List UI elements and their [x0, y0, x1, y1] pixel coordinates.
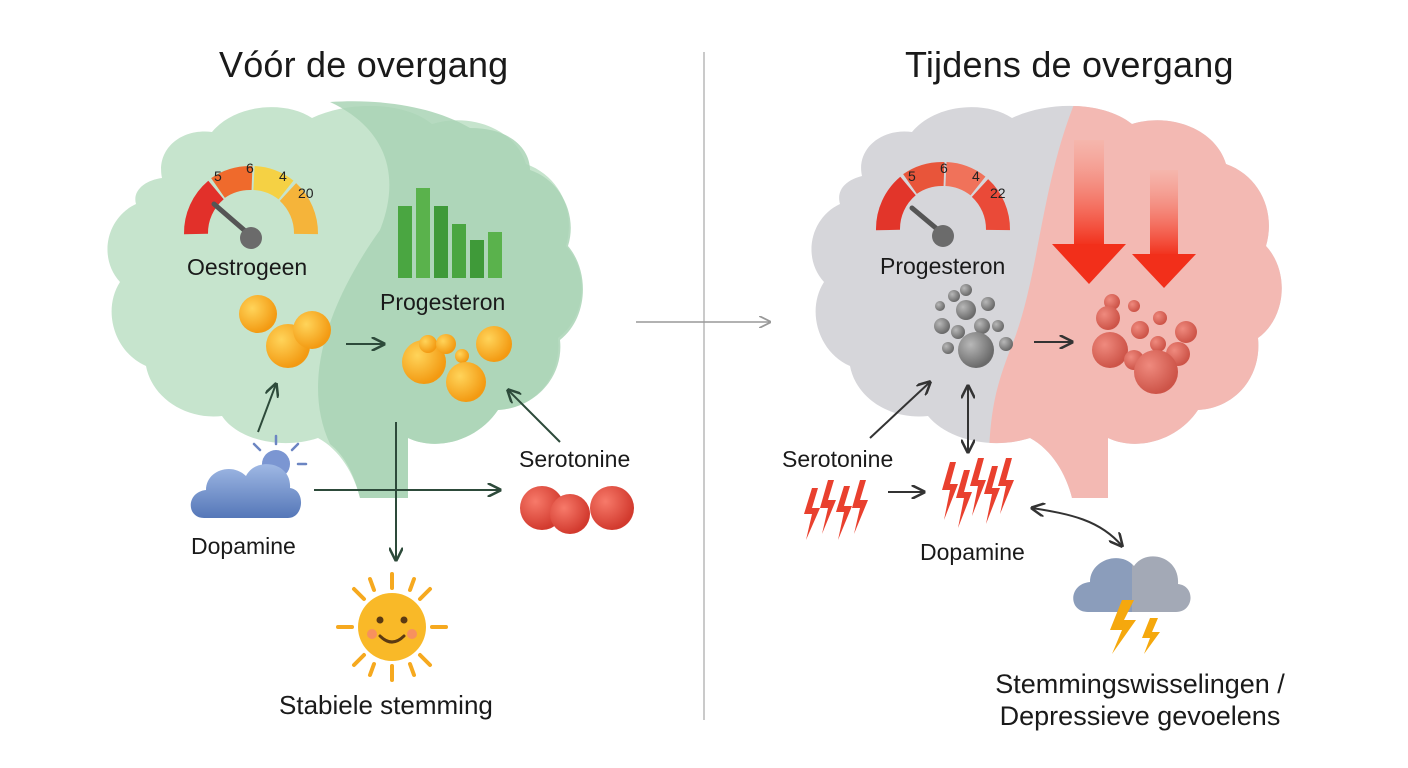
- oestrogeen-molecules: [239, 295, 331, 368]
- gauge-tick-1: 5: [908, 168, 916, 184]
- gauge-tick-4: 20: [298, 185, 314, 201]
- gauge-tick-3: 4: [279, 168, 287, 184]
- left-arrows: [257, 344, 561, 560]
- right-title: Tijdens de overgang: [905, 44, 1234, 85]
- label-progesteron-left: Progesteron: [380, 289, 506, 315]
- right-arrows: [869, 342, 1122, 546]
- gauge-tick-3: 4: [972, 168, 980, 184]
- gauge-tick-4: 22: [990, 185, 1006, 201]
- lightning-icon-dopamine: [942, 458, 1014, 528]
- bar-chart-icon: [398, 188, 502, 278]
- label-progesteron-right: Progesteron: [880, 253, 1006, 279]
- storm-cloud-icon: [1073, 556, 1191, 654]
- down-arrow-icon: [1052, 140, 1126, 284]
- sun-smile-icon: [336, 572, 448, 682]
- gauge-tick-2: 6: [940, 160, 948, 176]
- label-stabiele-stemming: Stabiele stemming: [279, 690, 493, 720]
- red-molecules: [1092, 294, 1197, 394]
- label-dopamine-right: Dopamine: [920, 539, 1025, 565]
- gauge-icon: 5 6 4 20: [184, 160, 318, 249]
- label-oestrogeen: Oestrogeen: [187, 254, 308, 280]
- down-arrow-icon-2: [1132, 170, 1196, 288]
- lightning-icon: [804, 480, 868, 540]
- gauge-tick-1: 5: [214, 168, 222, 184]
- label-mood-line1: Stemmingswisselingen /: [995, 669, 1285, 699]
- grey-molecules: [934, 284, 1013, 368]
- label-serotonine-left: Serotonine: [519, 446, 631, 472]
- cloud-sun-icon: [190, 434, 308, 518]
- gauge-tick-2: 6: [246, 160, 254, 176]
- serotonine-molecules: [520, 486, 634, 534]
- label-serotonine-right: Serotonine: [782, 446, 894, 472]
- left-title: Vóór de overgang: [219, 44, 509, 85]
- label-stemmingswisselingen: Stemmingswisselingen / Depressieve gevoe…: [988, 668, 1292, 732]
- label-mood-line2: Depressieve gevoelens: [999, 701, 1281, 731]
- label-dopamine-left: Dopamine: [191, 533, 296, 559]
- progesteron-molecules: [402, 326, 512, 402]
- gauge-icon: 5 6 4 22: [876, 160, 1010, 247]
- left-brain: [107, 101, 583, 499]
